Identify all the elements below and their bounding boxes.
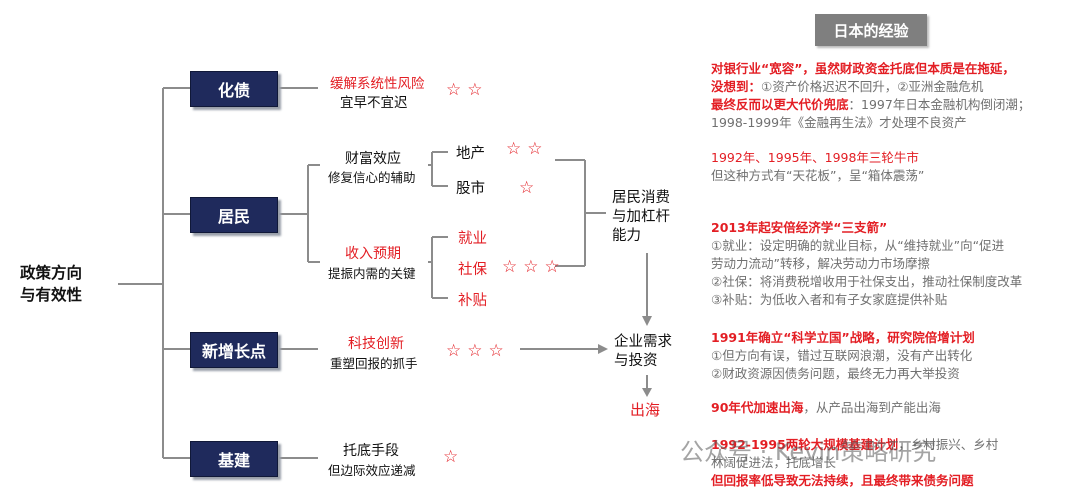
note-abenomics-line5: ③补贴：为低收入者和有子女家庭提供补贴 bbox=[711, 292, 948, 307]
note-stock-line1: 1992年、1995年、1998年三轮牛市 bbox=[711, 150, 919, 165]
leaf-stock: 股市 bbox=[456, 181, 485, 197]
note-overseas: 90年代加速出海，从产品出海到产能出海 bbox=[711, 399, 941, 417]
b1-sub: 宜早不宜迟 bbox=[340, 95, 408, 111]
note-debt: 对银行业“宽容”，虽然财政资金托底但本质是在拖延， 没想到：①资产价格迟迟不回升… bbox=[711, 60, 1030, 132]
b3-stars: ☆☆☆ bbox=[446, 341, 510, 361]
b3-sub: 重塑回报的抓手 bbox=[330, 356, 418, 371]
leaf-stock-stars: ☆ bbox=[519, 178, 541, 198]
b4-title: 托底手段 bbox=[343, 443, 399, 459]
note-infra-line2: 林阔促进法，托底增长 bbox=[711, 455, 837, 470]
branch-debt-resolution: 化债 bbox=[190, 71, 278, 107]
note-abenomics-line4: ②社保：将消费税增收用于社保支出，推动社保制度改革 bbox=[711, 274, 1023, 289]
note-debt-line2-red: 没想到： bbox=[711, 79, 762, 94]
b1-title: 缓解系统性风险 bbox=[330, 76, 425, 92]
note-tech-line2: ①但方向有误，错过互联网浪潮，没有产出转化 bbox=[711, 348, 973, 363]
leaf-social-security: 社保 bbox=[458, 262, 487, 278]
branch-infrastructure: 基建 bbox=[190, 441, 278, 477]
income-title: 收入预期 bbox=[345, 246, 401, 262]
leaf-real-estate-stars: ☆☆ bbox=[506, 139, 549, 159]
japan-experience-header: 日本的经验 bbox=[815, 14, 927, 46]
b4-stars: ☆ bbox=[443, 447, 465, 467]
household-consumption-node: 居民消费 与加杠杆 能力 bbox=[612, 190, 670, 244]
note-abenomics-line2: ①就业：设定明确的就业目标，从“维持就业”向“促进 bbox=[711, 238, 1005, 253]
b1-stars: ☆☆ bbox=[446, 80, 489, 100]
note-stock-line2: 但这种方式有“天花板”，呈“箱体震荡” bbox=[711, 168, 925, 183]
branch-household: 居民 bbox=[190, 197, 278, 233]
note-abenomics: 2013年起安倍经济学“三支箭” ①就业：设定明确的就业目标，从“维持就业”向“… bbox=[711, 219, 1022, 309]
note-abenomics-line1: 2013年起安倍经济学“三支箭” bbox=[711, 220, 888, 235]
income-sub: 提振内需的关键 bbox=[328, 266, 416, 281]
note-debt-line4: 1998-1999年《金融再生法》才处理不良资产 bbox=[711, 115, 967, 130]
b4-sub: 但边际效应递减 bbox=[328, 463, 416, 478]
corporate-demand-node: 企业需求 与投资 bbox=[614, 334, 672, 369]
note-tech-line3: ②财政资源因债务问题，最终无力再大举投资 bbox=[711, 366, 960, 381]
note-infra-line1-red: 1992-1995两轮大规模基建计划 bbox=[711, 437, 899, 452]
note-tech: 1991年确立“科学立国”战略，研究院倍增计划 ①但方向有误，错过互联网浪潮，没… bbox=[711, 329, 975, 383]
overseas-node: 出海 bbox=[630, 401, 661, 419]
wealth-sub: 修复信心的辅助 bbox=[328, 170, 416, 185]
note-abenomics-line3: 劳动力流动”转移，解决劳动力市场摩擦 bbox=[711, 256, 930, 271]
leaf-employment: 就业 bbox=[458, 231, 487, 247]
branch-new-growth: 新增长点 bbox=[190, 332, 278, 368]
note-infra-line3: 但回报率低导致无法持续，且最终带来债务问题 bbox=[711, 473, 974, 488]
leaf-social-security-stars: ☆☆☆ bbox=[502, 257, 566, 277]
leaf-subsidy: 补贴 bbox=[458, 293, 487, 309]
root-label: 政策方向 与有效性 bbox=[20, 264, 83, 304]
note-overseas-red: 90年代加速出海 bbox=[711, 400, 804, 415]
note-infrastructure: 1992-1995两轮大规模基建计划，乡村振兴、乡村 林阔促进法，托底增长 但回… bbox=[711, 436, 998, 490]
note-debt-line1: 对银行业“宽容”，虽然财政资金托底但本质是在拖延， bbox=[711, 61, 1015, 76]
note-debt-line3: ：1997年日本金融机构倒闭潮； bbox=[848, 97, 1031, 112]
note-stock: 1992年、1995年、1998年三轮牛市 但这种方式有“天花板”，呈“箱体震荡… bbox=[711, 149, 924, 185]
note-debt-line3-red: 最终反而以更大代价兜底 bbox=[711, 97, 849, 112]
leaf-real-estate: 地产 bbox=[456, 146, 485, 162]
note-infra-line1: ，乡村振兴、乡村 bbox=[898, 437, 999, 452]
wealth-title: 财富效应 bbox=[345, 151, 401, 167]
note-debt-line2: ①资产价格迟迟不回升，②亚洲金融危机 bbox=[761, 79, 984, 94]
b3-title: 科技创新 bbox=[348, 336, 404, 352]
note-tech-line1: 1991年确立“科学立国”战略，研究院倍增计划 bbox=[711, 330, 975, 345]
note-overseas-gray: ，从产品出海到产能出海 bbox=[803, 400, 941, 415]
watermark-text: 公众号 · Kevin策略研究 bbox=[680, 438, 937, 466]
